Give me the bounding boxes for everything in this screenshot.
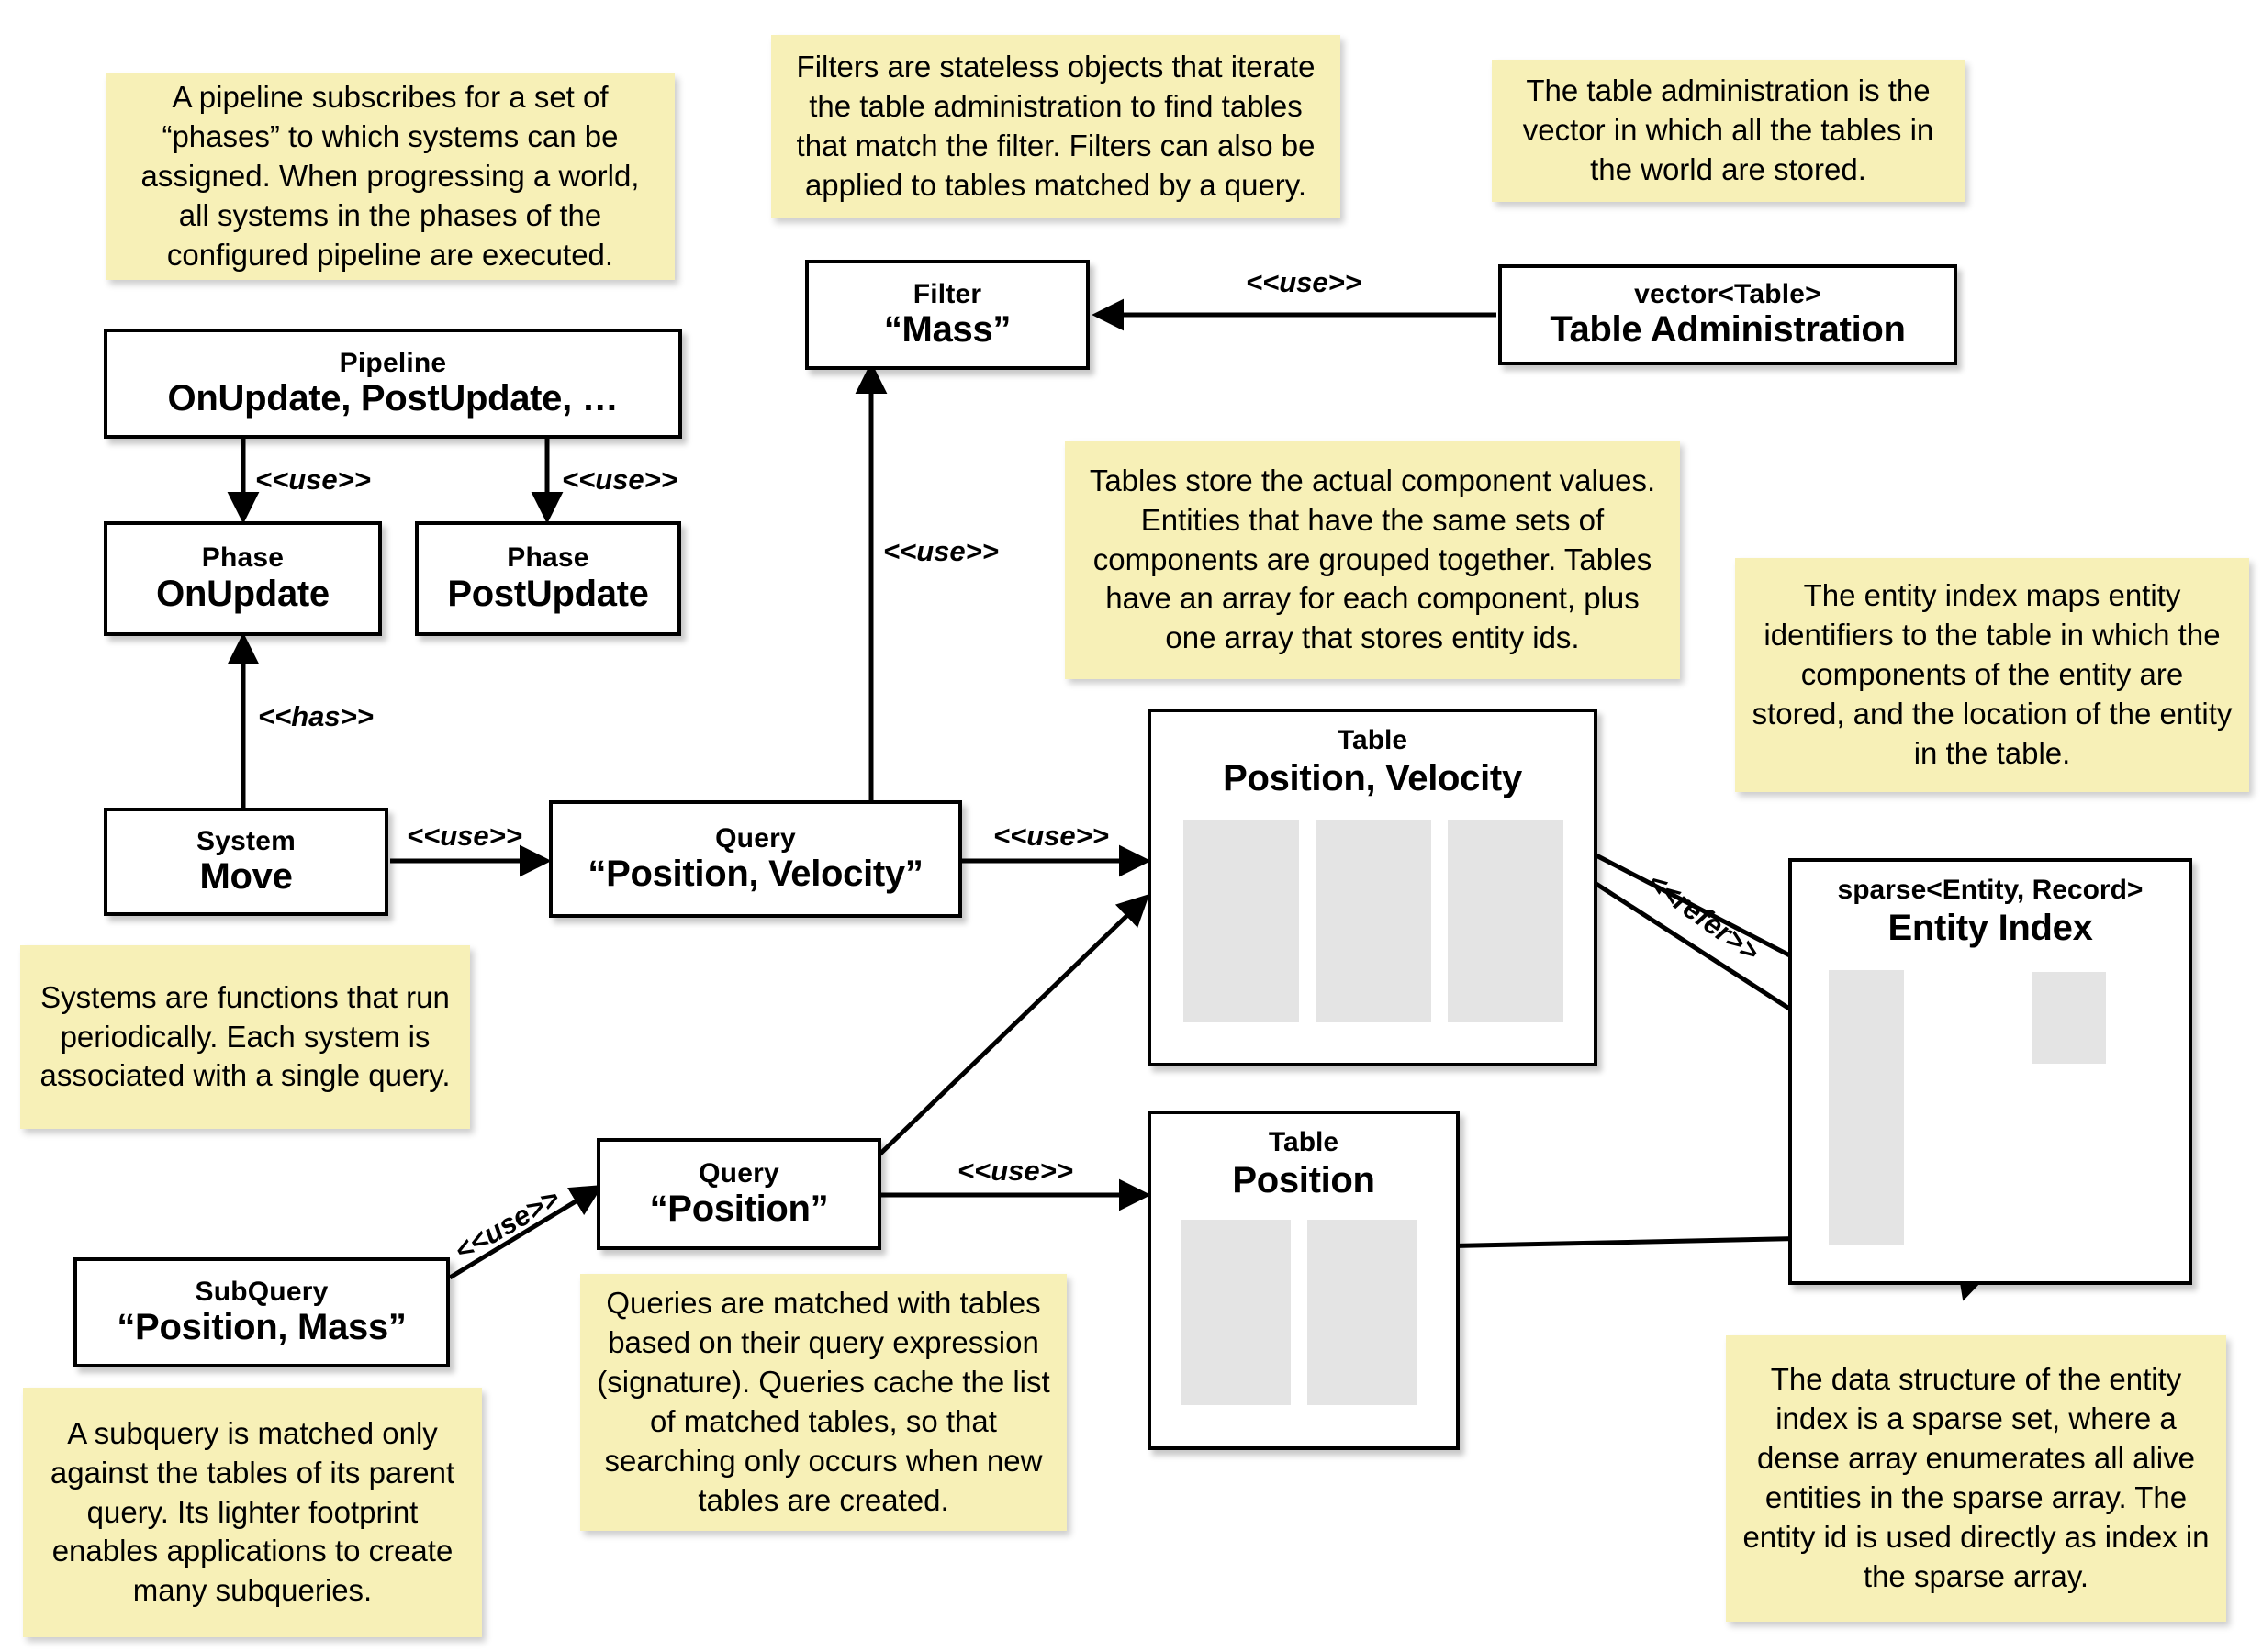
label-pipeline-use-phase-onupdate: <<use>> [255,463,371,496]
note-pipeline: A pipeline subscribes for a set of “phas… [106,73,675,280]
box-entity-index-name: Entity Index [1887,907,2093,948]
box-table-position[interactable]: Table Position [1148,1111,1460,1450]
box-table-admin-stereotype: vector<Table> [1634,278,1821,309]
box-filter-name: “Mass” [883,309,1012,351]
note-entity-index-text: The entity index maps entity identifiers… [1752,578,2233,770]
label-admin-use-filter: <<use>> [1246,266,1361,298]
note-pipeline-text: A pipeline subscribes for a set of “phas… [140,80,640,272]
table-pv-column-3 [1448,820,1563,1022]
note-systems: Systems are functions that run periodica… [20,945,470,1129]
box-subquery-name: “Position, Mass” [117,1307,407,1348]
box-pipeline-stereotype: Pipeline [339,347,447,378]
table-pv-header: Table Position, Velocity [1151,712,1594,799]
entity-index-dense-array [2032,972,2106,1064]
box-query-position[interactable]: Query “Position” [597,1138,881,1250]
table-p-columns [1181,1220,1417,1405]
note-queries-text: Queries are matched with tables based on… [597,1286,1050,1517]
table-p-column-1 [1181,1220,1291,1405]
box-system-move-name: Move [199,856,293,898]
box-entity-index[interactable]: sparse<Entity, Record> Entity Index [1788,858,2192,1285]
box-filter-mass[interactable]: Filter “Mass” [805,260,1090,370]
label-query-p-use-table: <<use>> [957,1155,1073,1187]
note-table-admin-text: The table administration is the vector i… [1522,73,1934,186]
box-pipeline[interactable]: Pipeline OnUpdate, PostUpdate, … [104,329,682,439]
note-subquery: A subquery is matched only against the t… [23,1388,482,1637]
box-table-administration[interactable]: vector<Table> Table Administration [1498,264,1957,365]
box-subquery-position-mass[interactable]: SubQuery “Position, Mass” [73,1257,450,1367]
box-entity-index-stereotype: sparse<Entity, Record> [1837,875,2144,905]
note-entity-index: The entity index maps entity identifiers… [1735,558,2249,792]
table-pv-columns [1183,820,1563,1022]
note-systems-text: Systems are functions that run periodica… [39,979,451,1093]
box-table-pv-name: Position, Velocity [1223,757,1522,798]
entity-index-sparse-array [1829,970,1904,1245]
box-phase-postupdate-stereotype: Phase [507,542,589,574]
box-pipeline-name: OnUpdate, PostUpdate, … [167,378,619,419]
box-query-position-velocity[interactable]: Query “Position, Velocity” [549,800,962,918]
label-query-use-filter: <<use>> [883,535,999,567]
note-sparse-set-text: The data structure of the entity index i… [1742,1362,2210,1593]
box-phase-postupdate-name: PostUpdate [447,573,649,614]
box-table-admin-name: Table Administration [1550,309,1906,351]
box-system-move-stereotype: System [196,825,296,856]
label-subquery-use-query: <<use>> [449,1181,566,1267]
box-table-p-name: Position [1232,1159,1375,1200]
box-query-p-stereotype: Query [699,1157,779,1189]
note-queries: Queries are matched with tables based on… [580,1274,1067,1531]
box-phase-onupdate-name: OnUpdate [156,573,330,614]
label-system-use-query: <<use>> [407,820,522,852]
table-p-column-2 [1307,1220,1417,1405]
note-filter-text: Filters are stateless objects that itera… [796,50,1316,202]
box-subquery-stereotype: SubQuery [195,1276,329,1307]
note-sparse-set: The data structure of the entity index i… [1726,1335,2226,1622]
label-system-has-phase: <<has>> [258,700,374,732]
edge-query-p-uses-table-pv [878,893,1150,1156]
table-pv-column-2 [1316,820,1431,1022]
box-query-pv-stereotype: Query [715,822,796,854]
box-phase-postupdate[interactable]: Phase PostUpdate [415,521,681,636]
note-table-admin: The table administration is the vector i… [1492,60,1965,202]
box-table-pv-stereotype: Table [1337,725,1408,755]
entity-index-header: sparse<Entity, Record> Entity Index [1792,862,2189,949]
box-phase-onupdate[interactable]: Phase OnUpdate [104,521,382,636]
note-tables: Tables store the actual component values… [1065,441,1680,679]
box-filter-stereotype: Filter [913,278,982,309]
label-pipeline-use-phase-postupdate: <<use>> [562,463,677,496]
table-pv-column-1 [1183,820,1299,1022]
box-table-position-velocity[interactable]: Table Position, Velocity [1148,709,1597,1066]
table-p-header: Table Position [1151,1114,1456,1201]
label-index-refer-table: <<refer>> [1641,865,1765,968]
note-tables-text: Tables store the actual component values… [1089,463,1656,655]
box-table-p-stereotype: Table [1268,1127,1339,1157]
box-system-move[interactable]: System Move [104,808,388,916]
box-query-p-name: “Position” [649,1189,829,1230]
note-filter: Filters are stateless objects that itera… [771,35,1340,218]
label-query-pv-use-table: <<use>> [993,820,1109,852]
box-query-pv-name: “Position, Velocity” [588,854,924,895]
note-subquery-text: A subquery is matched only against the t… [50,1415,455,1608]
box-phase-onupdate-stereotype: Phase [201,542,285,574]
